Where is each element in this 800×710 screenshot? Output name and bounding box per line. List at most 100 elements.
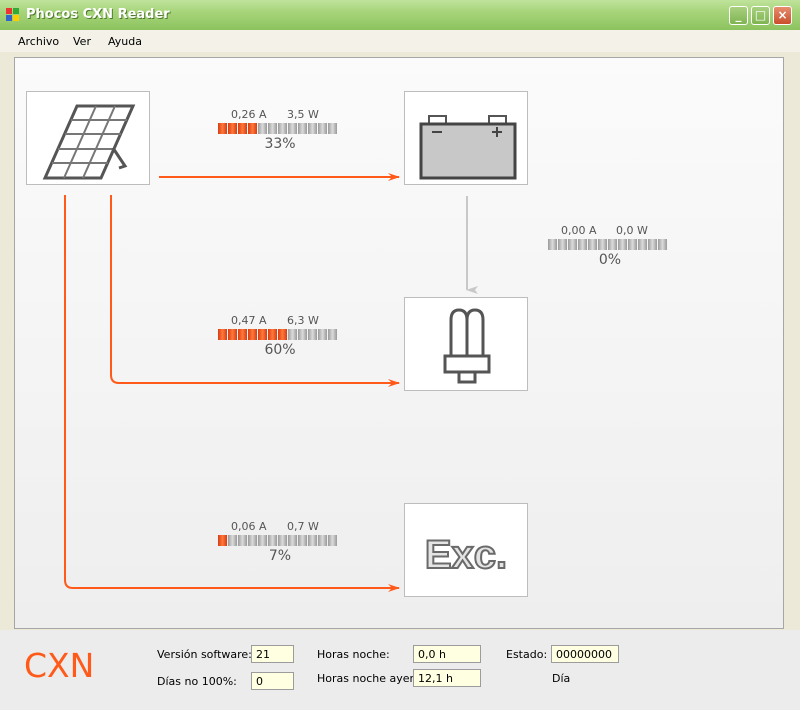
level-segment bbox=[318, 123, 327, 134]
level-bar bbox=[218, 535, 342, 546]
level-segment bbox=[218, 535, 227, 546]
level-segment bbox=[318, 329, 327, 340]
app-icon bbox=[6, 8, 20, 22]
level-segment bbox=[248, 123, 257, 134]
level-segment bbox=[328, 123, 337, 134]
level-bar bbox=[218, 329, 342, 340]
window-title: Phocos CXN Reader bbox=[26, 7, 170, 22]
percent-value: 33% bbox=[264, 136, 296, 152]
level-segment bbox=[298, 123, 307, 134]
level-segment bbox=[618, 239, 627, 250]
arrow-solar-excess bbox=[64, 195, 400, 592]
level-segment bbox=[268, 329, 277, 340]
level-segment bbox=[258, 329, 267, 340]
level-segment bbox=[628, 239, 637, 250]
power-value: 6,3 W bbox=[287, 314, 319, 327]
maximize-icon: □ bbox=[754, 8, 767, 22]
current-value: 0,26 A bbox=[231, 108, 267, 121]
level-segment bbox=[278, 123, 287, 134]
menu-ver[interactable]: Ver bbox=[73, 35, 91, 48]
level-segment bbox=[238, 535, 247, 546]
level-segment bbox=[238, 123, 247, 134]
brand-label: CXN bbox=[24, 646, 95, 685]
energy-flow-panel: Exc. 0,26 A 3,5 W 33% 0,00 A 0,0 W 0% 0,47… bbox=[14, 57, 784, 629]
level-segment bbox=[548, 239, 557, 250]
night-hours-yesterday-label: Horas noche ayer: bbox=[317, 672, 418, 685]
load-tile bbox=[404, 297, 528, 391]
level-segment bbox=[228, 123, 237, 134]
level-segment bbox=[308, 329, 317, 340]
night-hours-label: Horas noche: bbox=[317, 648, 390, 661]
menu-ayuda[interactable]: Ayuda bbox=[108, 35, 142, 48]
level-segment bbox=[298, 535, 307, 546]
level-segment bbox=[228, 329, 237, 340]
percent-value: 0% bbox=[598, 252, 622, 268]
menu-archivo[interactable]: Archivo bbox=[18, 35, 60, 48]
level-bar bbox=[218, 123, 342, 134]
level-segment bbox=[308, 535, 317, 546]
status-panel: CXN Versión software: 21 Días no 100%: 0… bbox=[0, 630, 800, 710]
level-segment bbox=[328, 329, 337, 340]
level-segment bbox=[658, 239, 667, 250]
days-not-full-label: Días no 100%: bbox=[157, 675, 237, 688]
power-value: 0,7 W bbox=[287, 520, 319, 533]
night-hours-yesterday-field[interactable]: 12,1 h bbox=[413, 669, 481, 687]
level-segment bbox=[268, 123, 277, 134]
night-hours-field[interactable]: 0,0 h bbox=[413, 645, 481, 663]
level-segment bbox=[218, 329, 227, 340]
level-segment bbox=[248, 329, 257, 340]
meter-battery-load: 0,00 A 0,0 W 0% bbox=[548, 224, 672, 268]
level-segment bbox=[248, 535, 257, 546]
meter-solar-load: 0,47 A 6,3 W 60% bbox=[218, 314, 342, 358]
state-field[interactable]: 00000000 bbox=[551, 645, 619, 663]
svg-text:Exc.: Exc. bbox=[425, 533, 507, 577]
level-segment bbox=[298, 329, 307, 340]
level-segment bbox=[258, 535, 267, 546]
level-segment bbox=[238, 329, 247, 340]
title-bar[interactable]: Phocos CXN Reader _ □ × bbox=[0, 0, 800, 31]
level-segment bbox=[638, 239, 647, 250]
maximize-button[interactable]: □ bbox=[751, 6, 770, 25]
percent-value: 60% bbox=[264, 342, 296, 358]
power-value: 0,0 W bbox=[616, 224, 648, 237]
battery-icon bbox=[419, 115, 517, 180]
level-segment bbox=[588, 239, 597, 250]
level-segment bbox=[648, 239, 657, 250]
solar-panel-icon bbox=[42, 104, 136, 180]
lamp-icon bbox=[443, 308, 491, 384]
level-segment bbox=[268, 535, 277, 546]
current-value: 0,47 A bbox=[231, 314, 267, 327]
power-value: 3,5 W bbox=[287, 108, 319, 121]
level-segment bbox=[228, 535, 237, 546]
close-button[interactable]: × bbox=[773, 6, 792, 25]
software-version-field[interactable]: 21 bbox=[251, 645, 294, 663]
menu-bar: Archivo Ver Ayuda bbox=[0, 30, 800, 52]
current-value: 0,06 A bbox=[231, 520, 267, 533]
current-value: 0,00 A bbox=[561, 224, 597, 237]
percent-value: 7% bbox=[268, 548, 292, 564]
software-version-label: Versión software: bbox=[157, 648, 252, 661]
state-text: Día bbox=[552, 672, 571, 685]
level-segment bbox=[288, 329, 297, 340]
level-segment bbox=[308, 123, 317, 134]
meter-solar-excess: 0,06 A 0,7 W 7% bbox=[218, 520, 342, 564]
level-segment bbox=[318, 535, 327, 546]
meter-solar-battery: 0,26 A 3,5 W 33% bbox=[218, 108, 342, 152]
excess-icon: Exc. bbox=[424, 532, 508, 578]
level-segment bbox=[258, 123, 267, 134]
minimize-button[interactable]: _ bbox=[729, 6, 748, 25]
state-label: Estado: bbox=[506, 648, 548, 661]
level-segment bbox=[608, 239, 617, 250]
level-segment bbox=[288, 535, 297, 546]
level-segment bbox=[578, 239, 587, 250]
battery-tile bbox=[404, 91, 528, 185]
level-segment bbox=[288, 123, 297, 134]
level-segment bbox=[598, 239, 607, 250]
days-not-full-field[interactable]: 0 bbox=[251, 672, 294, 690]
close-icon: × bbox=[777, 8, 788, 22]
solar-panel-tile bbox=[26, 91, 150, 185]
arrow-solar-load bbox=[110, 195, 400, 387]
flow-arrows bbox=[64, 173, 478, 592]
level-segment bbox=[278, 329, 287, 340]
level-segment bbox=[278, 535, 287, 546]
